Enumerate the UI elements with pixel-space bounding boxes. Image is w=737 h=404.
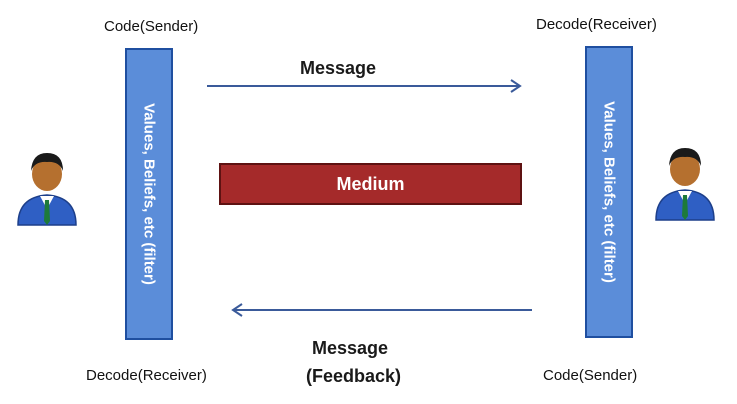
sender-filter-bar: Values, Beliefs, etc (filter) bbox=[125, 48, 173, 340]
feedback-arrow bbox=[231, 303, 532, 317]
receiver-bottom-label: Code(Sender) bbox=[543, 367, 638, 384]
feedback-message-label: Message bbox=[312, 338, 389, 358]
person-icon bbox=[17, 153, 77, 226]
feedback-label: (Feedback) bbox=[306, 366, 402, 386]
receiver-filter-bar: Values, Beliefs, etc (filter) bbox=[585, 46, 633, 338]
medium-box: Medium bbox=[219, 163, 522, 205]
message-label: Message bbox=[300, 58, 377, 78]
receiver-top-label: Decode(Receiver) bbox=[536, 16, 657, 33]
forward-arrow bbox=[207, 79, 522, 93]
person-icon bbox=[655, 148, 715, 221]
sender-filter-label: Values, Beliefs, etc (filter) bbox=[140, 103, 158, 285]
sender-top-label: Code(Sender) bbox=[104, 18, 199, 35]
sender-bottom-label: Decode(Receiver) bbox=[86, 367, 207, 384]
receiver-filter-label: Values, Beliefs, etc (filter) bbox=[600, 101, 618, 283]
